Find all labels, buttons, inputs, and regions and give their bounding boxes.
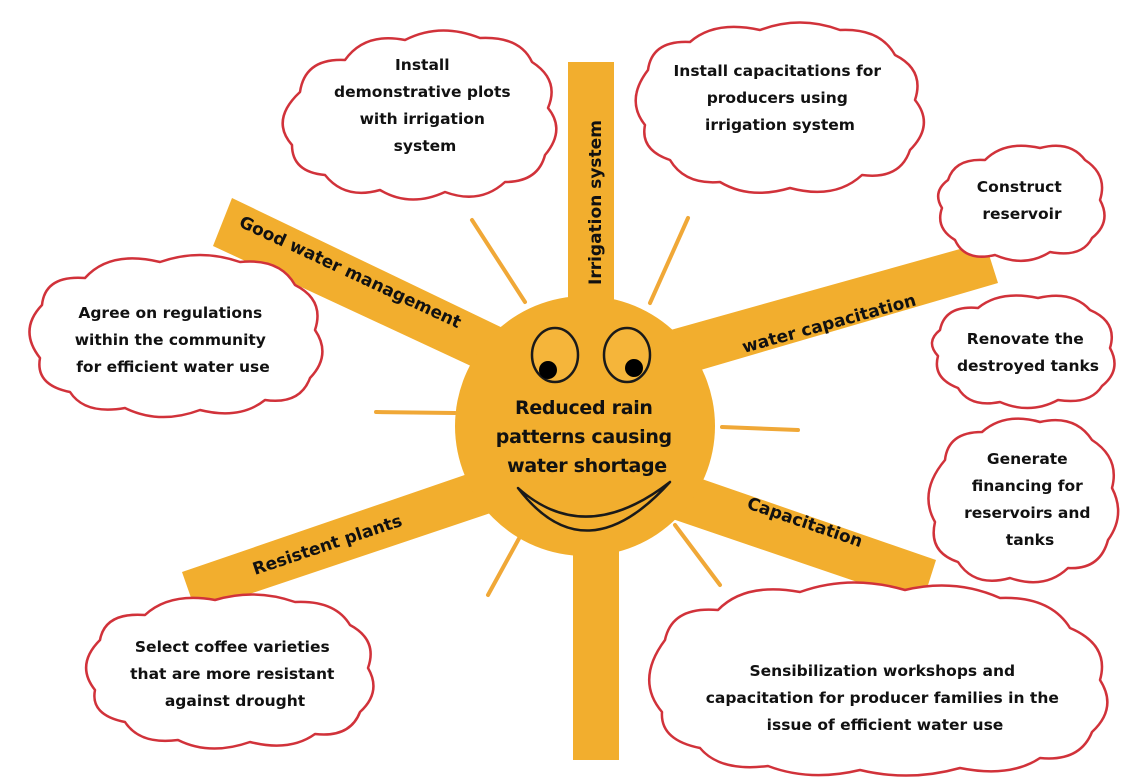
cloud-construct-reservoir [936,144,1106,262]
left-eye [530,326,580,384]
sun: Reduced rain patterns causing water shor… [455,296,715,556]
text-demo-plots: Install demonstrative plots with irrigat… [334,56,516,155]
text-renovate-tanks: Renovate the destroyed tanks [957,330,1099,375]
text-select-coffee: Select coffee varieties that are more re… [130,638,340,710]
ray-upper-right [648,216,690,305]
beam-good-water-management [213,198,561,400]
beam-label-irrigation-system: Irrigation system [586,120,606,285]
cloud-generate-financing [927,417,1120,584]
cloud-demo-plots [281,29,558,201]
center-title: Reduced rain patterns causing water shor… [496,397,678,477]
cloud-select-coffee [85,593,375,750]
cloud-texts: Install demonstrative plots with irrigat… [75,56,1099,734]
text-agree-regulations: Agree on regulations within the communit… [75,304,272,376]
text-construct-reservoir: Construct reservoir [977,178,1067,223]
ray-left [374,410,457,415]
center-line-1: Reduced rain [515,397,653,419]
text-install-capacitations: Install capacitations for producers usin… [674,62,887,134]
center-line-2: patterns causing [496,426,672,448]
right-eye [602,326,652,384]
ray-lower-left [486,531,524,597]
center-line-3: water shortage [507,455,667,477]
thin-rays [374,216,800,597]
ray-upper-left [470,218,527,304]
cloud-sensibilization [648,581,1109,777]
text-generate-financing: Generate financing for reservoirs and ta… [964,450,1096,549]
beam-resistent-plants [182,445,565,612]
cloud-renovate-tanks [930,294,1116,410]
cloud-agree-regulations [28,253,324,419]
text-sensibilization: Sensibilization workshops and capacitati… [706,662,1065,734]
clouds [28,21,1120,777]
ray-right [720,425,800,432]
smile [516,480,672,532]
cloud-install-capacitations [634,21,925,194]
ray-lower-right [673,523,722,587]
